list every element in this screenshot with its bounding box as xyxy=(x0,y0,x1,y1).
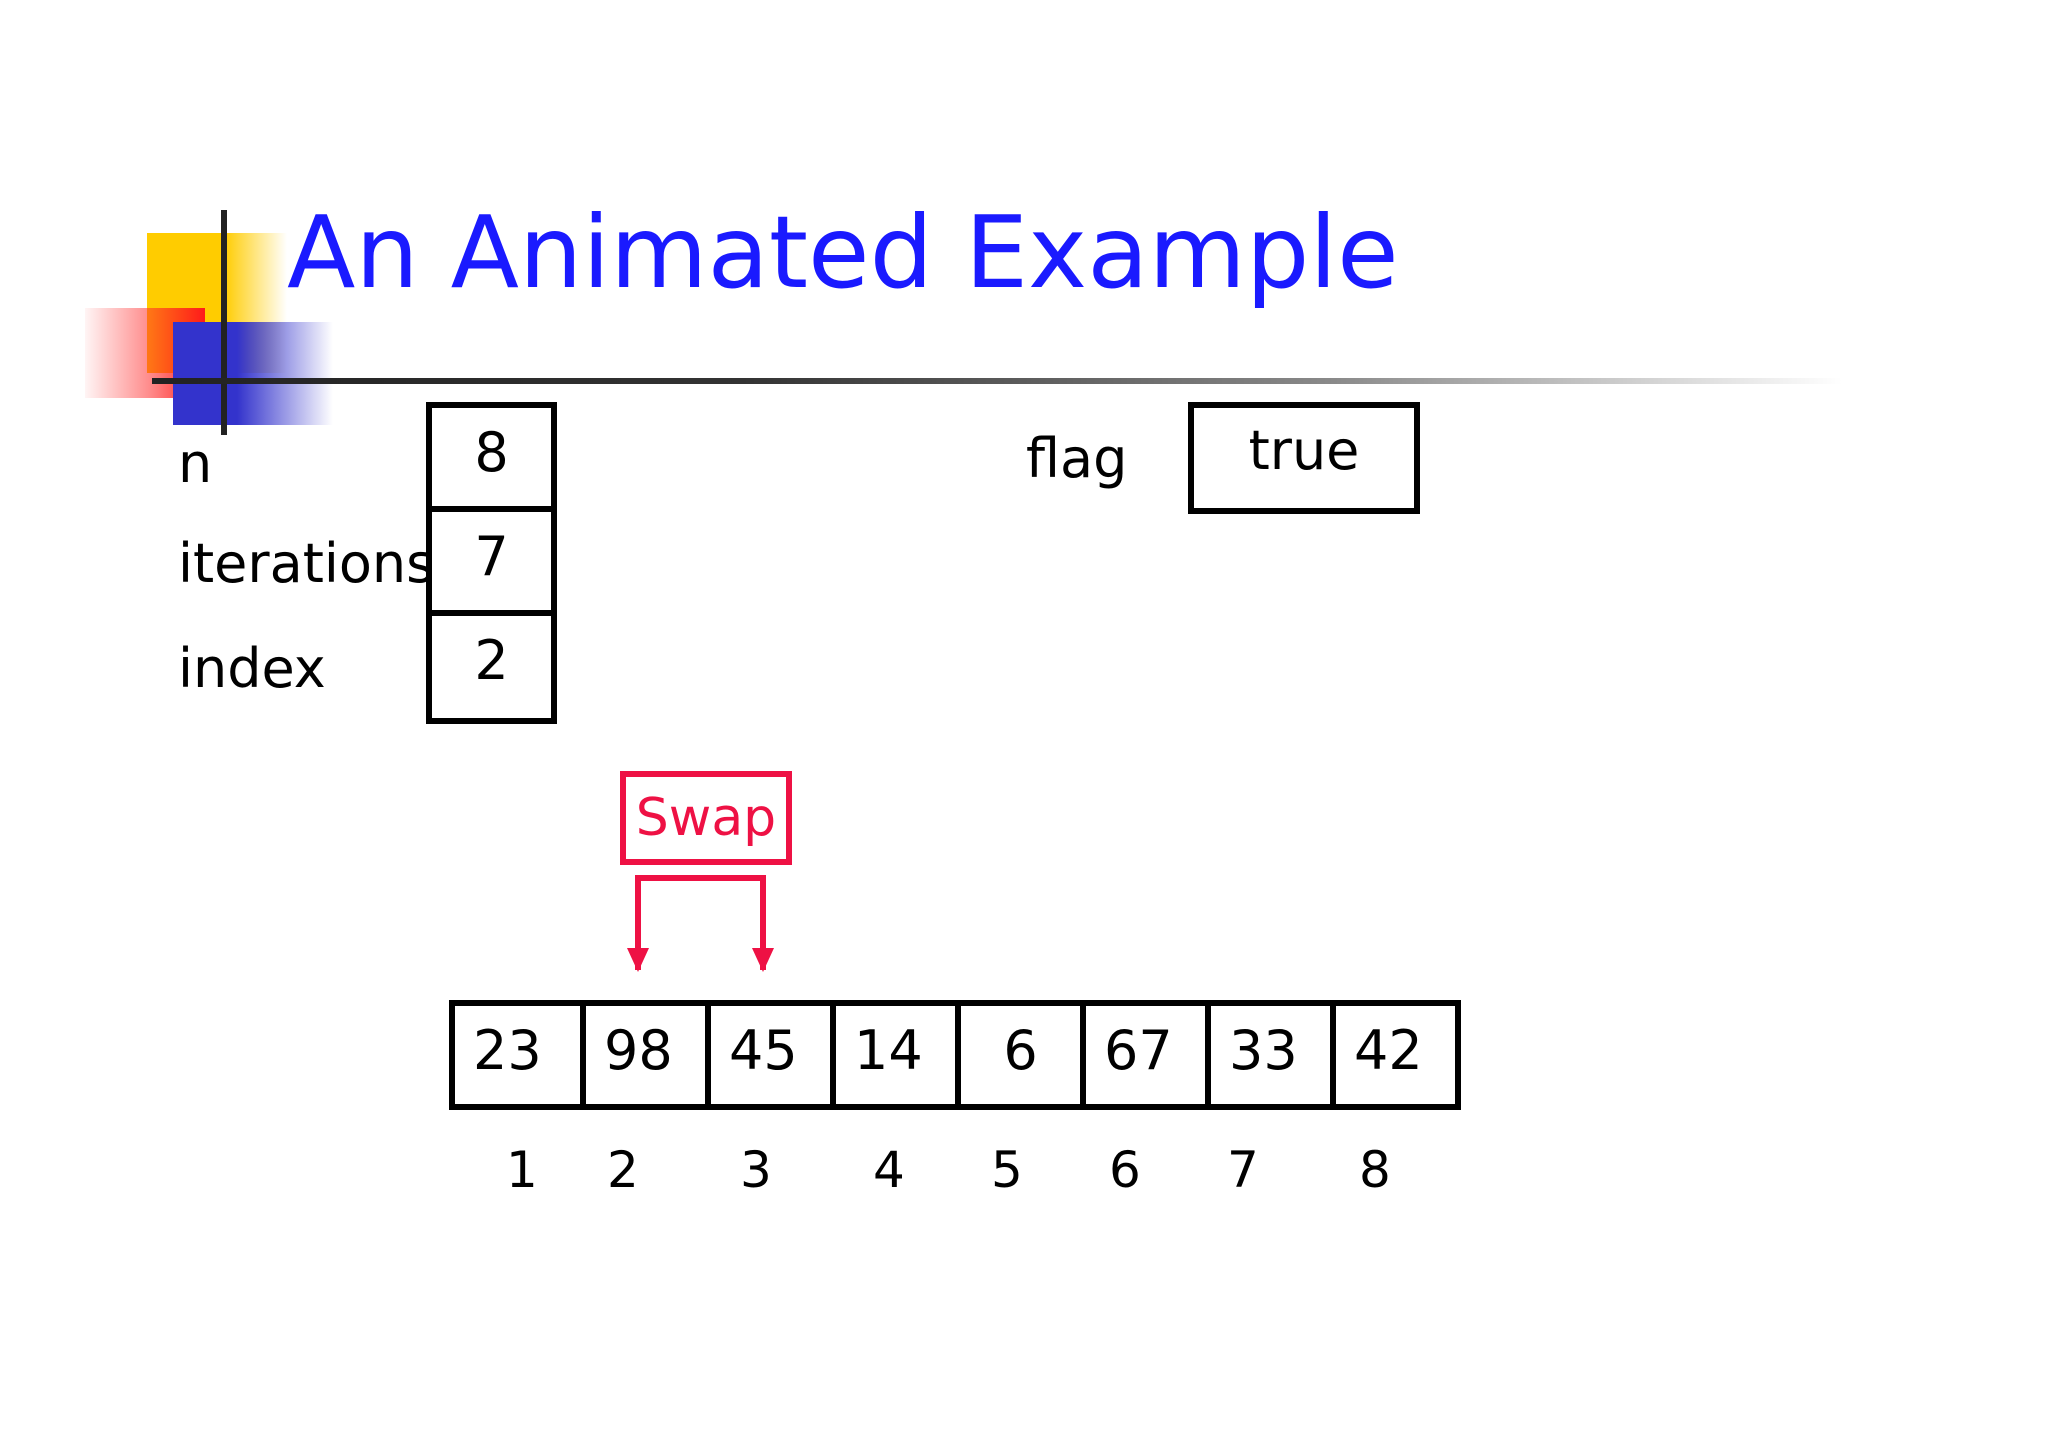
array-index-label: 4 xyxy=(873,1145,905,1195)
variable-label-n: n xyxy=(178,437,212,491)
array-index-label: 5 xyxy=(991,1145,1023,1195)
variable-box-flag: true xyxy=(1188,402,1420,514)
array-cell: 98 xyxy=(580,1006,705,1104)
swap-connector-line xyxy=(638,878,763,970)
array-index-label: 2 xyxy=(607,1145,639,1195)
array-cell: 33 xyxy=(1205,1006,1330,1104)
title-decoration-vertical-line xyxy=(221,210,227,435)
variable-label-index: index xyxy=(178,642,326,696)
array-cell: 67 xyxy=(1080,1006,1205,1104)
swap-label: Swap xyxy=(636,792,776,844)
variable-box-iterations: 7 xyxy=(426,506,557,616)
swap-arrowhead-right xyxy=(752,948,774,972)
array: 23 98 45 14 6 67 33 42 xyxy=(449,1000,1461,1110)
title-underline xyxy=(152,378,1842,384)
array-cell: 23 xyxy=(455,1006,580,1104)
swap-label-box: Swap xyxy=(620,771,792,865)
variable-box-index: 2 xyxy=(426,610,557,724)
array-index-label: 7 xyxy=(1227,1145,1259,1195)
variable-label-flag: flag xyxy=(1026,432,1127,486)
array-index-label: 8 xyxy=(1359,1145,1391,1195)
array-cell: 45 xyxy=(705,1006,830,1104)
slide-title: An Animated Example xyxy=(287,198,1399,308)
array-index-label: 3 xyxy=(740,1145,772,1195)
array-cell: 42 xyxy=(1330,1006,1455,1104)
variable-box-n: 8 xyxy=(426,402,557,512)
title-decoration-blue-square xyxy=(173,322,333,425)
array-index-label: 6 xyxy=(1109,1145,1141,1195)
swap-arrowhead-left xyxy=(627,948,649,972)
array-cell: 14 xyxy=(830,1006,955,1104)
array-index-label: 1 xyxy=(506,1145,538,1195)
variable-label-iterations: iterations xyxy=(178,537,434,591)
swap-arrows-icon xyxy=(620,870,800,980)
array-cell: 6 xyxy=(955,1006,1080,1104)
